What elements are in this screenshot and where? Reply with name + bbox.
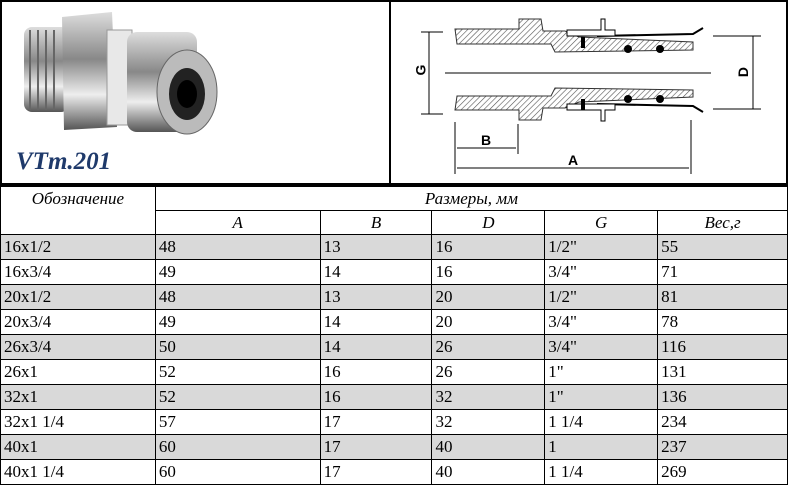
- product-header: VTm.201 G D B A: [0, 0, 788, 186]
- cell-d: 32: [431, 409, 546, 435]
- cell-weight: 81: [657, 284, 788, 310]
- cell-designation: 32x1: [0, 384, 156, 410]
- cell-d: 32: [431, 384, 546, 410]
- cell-d: 16: [431, 259, 546, 285]
- cell-b: 16: [319, 359, 433, 385]
- cell-designation: 16x1/2: [0, 234, 156, 260]
- col-header-g: G: [544, 210, 659, 235]
- cell-weight: 71: [657, 259, 788, 285]
- col-header-d: D: [431, 210, 546, 235]
- col-header-weight: Вес,г: [657, 210, 788, 235]
- designation-header: Обозначение: [0, 186, 156, 235]
- cell-a: 52: [154, 359, 321, 385]
- cell-weight: 237: [657, 434, 788, 460]
- dimension-drawing: G D B A: [393, 2, 788, 183]
- cell-b: 13: [319, 284, 433, 310]
- dimensions-table: Обозначение Размеры, мм A B D G Вес,г 16…: [0, 186, 788, 485]
- cell-a: 60: [154, 434, 321, 460]
- cell-weight: 136: [657, 384, 788, 410]
- sizes-header: Размеры, мм: [154, 186, 788, 211]
- cell-a: 60: [154, 459, 321, 485]
- cell-g: 3/4": [544, 334, 659, 360]
- cell-d: 40: [431, 434, 546, 460]
- cell-g: 3/4": [544, 259, 659, 285]
- dim-label-a: A: [568, 152, 579, 168]
- cell-a: 52: [154, 384, 321, 410]
- cell-a: 49: [154, 259, 321, 285]
- dim-label-d: D: [735, 66, 752, 78]
- fitting-photo-image: [24, 12, 218, 135]
- cell-weight: 269: [657, 459, 788, 485]
- cell-weight: 116: [657, 334, 788, 360]
- cell-g: 1/2": [544, 284, 659, 310]
- cell-b: 14: [319, 334, 433, 360]
- col-header-a: A: [154, 210, 321, 235]
- cell-b: 14: [319, 309, 433, 335]
- model-name: VTm.201: [16, 148, 112, 175]
- cell-d: 26: [431, 334, 546, 360]
- cell-b: 17: [319, 409, 433, 435]
- cell-g: 1 1/4: [544, 459, 659, 485]
- cell-b: 13: [319, 234, 433, 260]
- cell-b: 14: [319, 259, 433, 285]
- col-header-b: B: [319, 210, 433, 235]
- dim-label-b: B: [481, 132, 492, 148]
- cell-a: 48: [154, 284, 321, 310]
- cell-d: 40: [431, 459, 546, 485]
- cell-a: 48: [154, 234, 321, 260]
- cell-b: 16: [319, 384, 433, 410]
- cell-d: 26: [431, 359, 546, 385]
- cell-designation: 26x1: [0, 359, 156, 385]
- cell-a: 49: [154, 309, 321, 335]
- cell-g: 1": [544, 359, 659, 385]
- cross-section-diagram: [421, 18, 761, 174]
- cell-d: 20: [431, 284, 546, 310]
- cell-g: 1/2": [544, 234, 659, 260]
- dim-label-g: G: [412, 64, 429, 76]
- cell-designation: 40x1: [0, 434, 156, 460]
- cell-designation: 16x3/4: [0, 259, 156, 285]
- cell-a: 50: [154, 334, 321, 360]
- cell-designation: 20x3/4: [0, 309, 156, 335]
- cell-b: 17: [319, 459, 433, 485]
- cell-designation: 32x1 1/4: [0, 409, 156, 435]
- cell-b: 17: [319, 434, 433, 460]
- cell-weight: 131: [657, 359, 788, 385]
- cell-designation: 26x3/4: [0, 334, 156, 360]
- cell-weight: 78: [657, 309, 788, 335]
- cell-weight: 234: [657, 409, 788, 435]
- cell-g: 1 1/4: [544, 409, 659, 435]
- cell-g: 1: [544, 434, 659, 460]
- cell-d: 20: [431, 309, 546, 335]
- cell-weight: 55: [657, 234, 788, 260]
- cell-a: 57: [154, 409, 321, 435]
- cell-designation: 20x1/2: [0, 284, 156, 310]
- cell-g: 1": [544, 384, 659, 410]
- cell-d: 16: [431, 234, 546, 260]
- product-photo: VTm.201: [2, 2, 391, 183]
- cell-g: 3/4": [544, 309, 659, 335]
- cell-designation: 40x1 1/4: [0, 459, 156, 485]
